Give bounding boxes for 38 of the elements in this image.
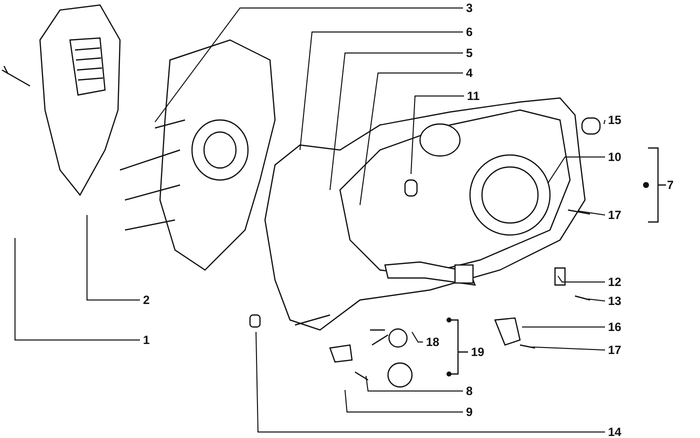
leader-line	[604, 120, 606, 124]
leader-line	[366, 376, 464, 392]
leader-line	[300, 32, 464, 150]
callout-number: 17	[607, 343, 622, 357]
leader-line	[344, 390, 464, 412]
leader-line	[588, 298, 606, 302]
callout-number: 19	[470, 345, 486, 359]
callout-number: 12	[607, 275, 622, 289]
leader-line	[578, 210, 606, 216]
callout-number: 18	[425, 335, 440, 349]
leader-line	[330, 52, 464, 190]
callout-number: 9	[465, 405, 474, 419]
callout-number: 11	[466, 89, 481, 103]
leader-line	[532, 346, 606, 350]
callout-number: 1	[142, 333, 151, 347]
leader-line	[154, 8, 464, 122]
leader-line	[548, 156, 606, 184]
callout-number: 8	[465, 384, 474, 398]
callout-number: 13	[607, 294, 622, 308]
callout-number: 17	[607, 208, 622, 222]
leader-line	[86, 214, 140, 300]
callout-number: 4	[465, 66, 474, 80]
callout-number: 16	[607, 320, 622, 334]
leader-line	[558, 276, 606, 282]
callout-number: 7	[666, 178, 675, 192]
callout-number: 14	[607, 425, 622, 438]
callout-number: 3	[465, 1, 474, 15]
leader-line	[522, 326, 606, 328]
leader-line	[412, 332, 424, 342]
leader-line	[256, 332, 606, 432]
leader-line	[14, 238, 140, 340]
callout-number: 10	[607, 150, 622, 164]
callout-number: 2	[142, 293, 151, 307]
callout-number: 15	[607, 113, 622, 127]
callout-number: 5	[465, 46, 474, 60]
leader-line	[360, 72, 464, 206]
callout-number: 6	[465, 25, 474, 39]
leader-line	[410, 96, 464, 174]
